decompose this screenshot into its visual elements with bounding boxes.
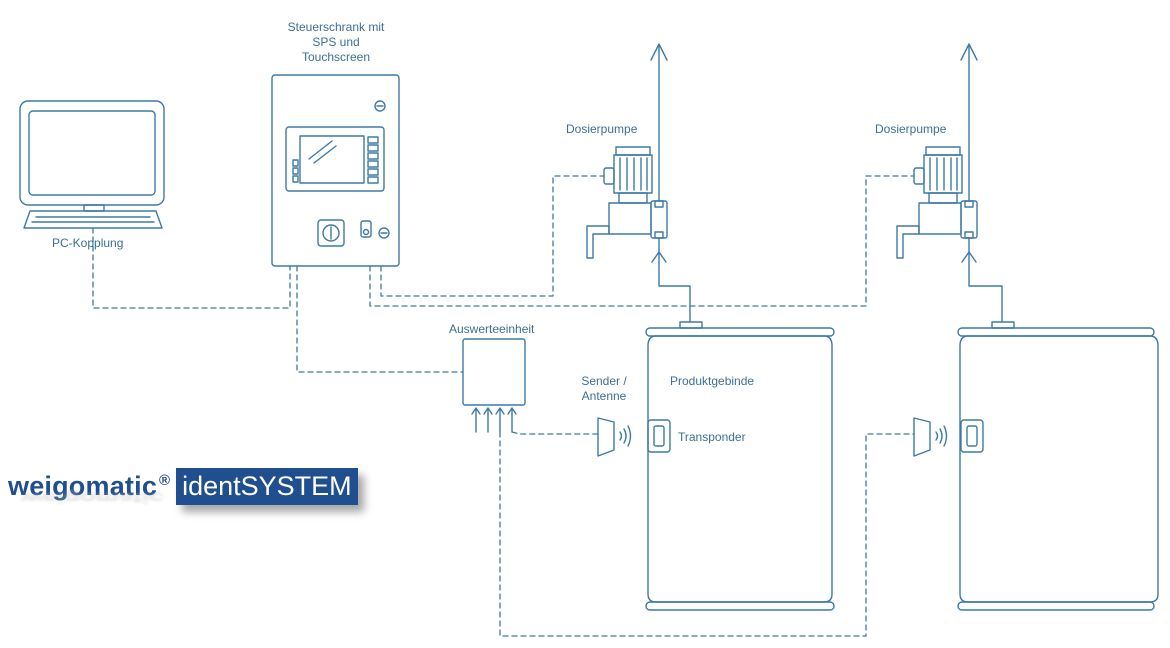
evaluation-unit-icon bbox=[462, 338, 526, 433]
label-control-cabinet: Steuerschrank mit SPS und Touchscreen bbox=[266, 20, 406, 65]
logo-wordmark: weigomatic bbox=[8, 470, 158, 501]
outlet-pipe-1 bbox=[650, 43, 691, 323]
label-control-cabinet-line-3: Touchscreen bbox=[301, 50, 371, 64]
signal-lines bbox=[92, 175, 915, 637]
product-container-2-icon bbox=[957, 321, 1159, 611]
label-pc-coupling: PC-Kopplung bbox=[52, 236, 124, 250]
antenna-1-icon bbox=[597, 417, 632, 457]
label-dosing-pump-1: Dosierpumpe bbox=[566, 122, 638, 136]
label-sender-line-1: Sender / bbox=[581, 374, 627, 388]
label-evaluation-unit: Auswerteeinheit bbox=[449, 322, 535, 336]
outlet-pipe-2 bbox=[960, 43, 1003, 323]
label-dosing-pump-2: Dosierpumpe bbox=[875, 122, 947, 136]
label-product-container: Produktgebinde bbox=[670, 374, 755, 388]
label-control-cabinet-line-2: SPS und bbox=[312, 35, 360, 49]
weigomatic-logo: weigomatic ® identSYSTEM bbox=[8, 466, 358, 506]
dosing-pump-2-icon bbox=[896, 146, 978, 259]
antenna-2-icon bbox=[913, 417, 948, 457]
label-sender-antenna: Sender / Antenne bbox=[566, 374, 642, 404]
control-cabinet-icon bbox=[271, 74, 400, 267]
logo-badge: identSYSTEM bbox=[176, 467, 358, 505]
product-container-1-icon bbox=[645, 321, 835, 611]
label-control-cabinet-line-1: Steuerschrank mit bbox=[287, 20, 385, 34]
label-transponder: Transponder bbox=[678, 430, 746, 444]
pc-icon bbox=[19, 100, 165, 229]
dosing-pump-1-icon bbox=[586, 146, 668, 259]
logo-registered-mark: ® bbox=[159, 471, 171, 489]
label-sender-line-2: Antenne bbox=[581, 389, 627, 403]
